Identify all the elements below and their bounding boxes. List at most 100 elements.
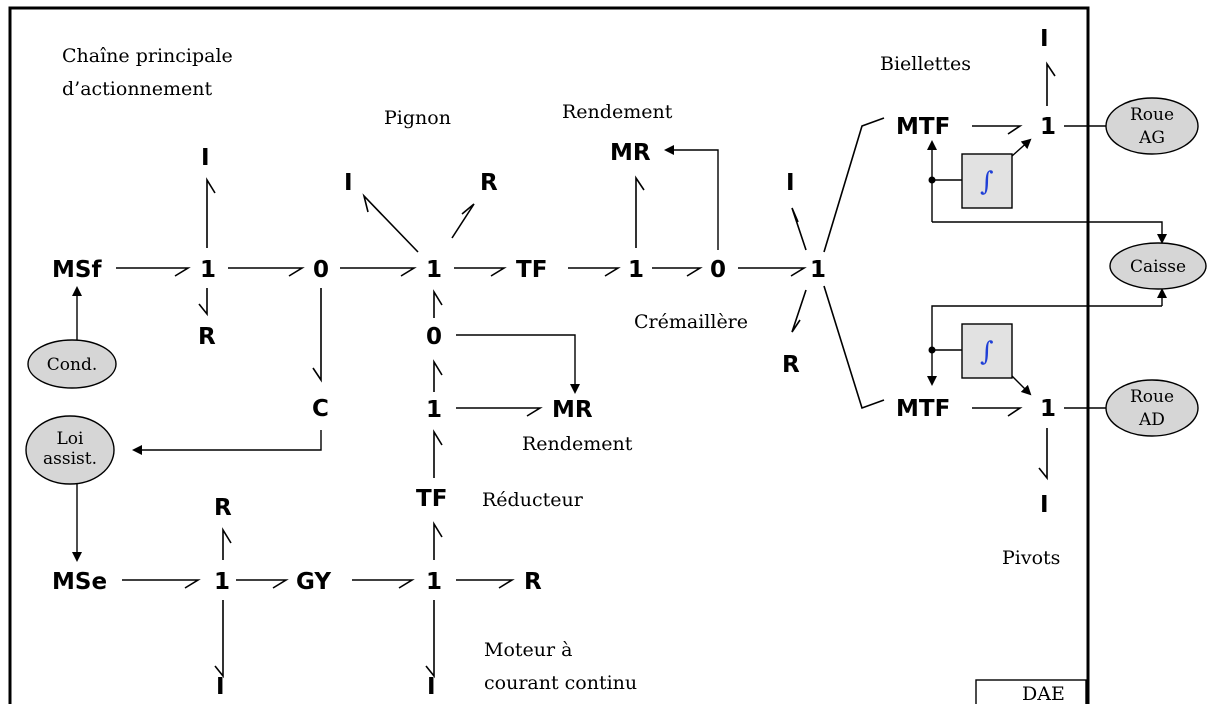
label-cremaillere: Crémaillère <box>634 311 748 333</box>
signal-int-top-1 <box>1011 138 1032 157</box>
junction-0-reducteur: 0 <box>426 324 442 350</box>
junction-1-moteur-2: 1 <box>426 569 442 595</box>
element-mr-mid: MR <box>552 397 593 423</box>
junction-0-main: 0 <box>313 257 329 283</box>
junction-1-pignon: 1 <box>426 257 442 283</box>
bond-1r-0r <box>652 267 703 277</box>
element-r-cremaillere: R <box>782 352 800 378</box>
element-mtf-top: MTF <box>896 114 950 140</box>
signal-int-bot-1 <box>1011 375 1032 396</box>
bond-mse-1 <box>122 579 201 589</box>
junction-1-roue-ag: 1 <box>1040 114 1056 140</box>
integrator-box-bottom <box>961 323 1013 379</box>
label-pignon: Pignon <box>384 107 451 129</box>
oval-roue-ag-label-2: AG <box>1138 128 1165 148</box>
oval-loi-label-2: assist. <box>43 449 97 469</box>
label-biellettes: Biellettes <box>880 53 971 75</box>
label-pivots: Pivots <box>1002 547 1060 569</box>
junction-0-rendement: 0 <box>710 257 726 283</box>
element-mr-top: MR <box>610 140 651 166</box>
element-i-cremaillere: I <box>786 170 795 196</box>
label-reducteur: Réducteur <box>482 489 584 511</box>
signal-top-caisse <box>932 221 1167 244</box>
junction-1-main: 1 <box>200 257 216 283</box>
label-moteur-1: Moteur à <box>484 639 572 661</box>
oval-roue-ad-label-2: AD <box>1138 410 1165 430</box>
diagram-frame <box>8 6 1090 704</box>
element-mse: MSe <box>52 569 107 595</box>
bond-1c-mtf-top <box>823 117 885 253</box>
label-moteur-2: courant continu <box>484 672 637 694</box>
oval-loi-assist <box>25 415 115 485</box>
bond-1mot-gy <box>236 579 289 589</box>
bond-1-0 <box>228 267 305 277</box>
bond-mtf-top-1 <box>972 125 1023 135</box>
bond-msf-1 <box>116 267 191 277</box>
element-gy: GY <box>296 569 331 595</box>
bond-1c-r <box>791 289 807 333</box>
dae-label: DAE <box>1022 683 1065 704</box>
element-r-main: R <box>198 324 216 350</box>
bond-1ag-i <box>1046 61 1056 106</box>
element-i-roue-ad: I <box>1040 492 1049 518</box>
element-r-moteur-right: R <box>524 569 542 595</box>
bond-1-i <box>206 177 216 248</box>
oval-roue-ag-label-1: Roue <box>1130 105 1174 125</box>
signal-caisse-mtf-bot <box>927 305 1162 386</box>
bond-0red-1p <box>433 289 443 318</box>
element-i-moteur-2: I <box>427 674 436 700</box>
oval-caisse <box>1109 242 1207 290</box>
bond-1mot2-tf <box>433 521 443 560</box>
integrator-symbol-top: ∫ <box>980 167 994 197</box>
integrator-symbol-bottom: ∫ <box>980 337 994 367</box>
bond-mtf-bot-1 <box>972 407 1023 417</box>
bond-1c-i <box>791 207 807 251</box>
oval-cond-label: Cond. <box>47 355 97 375</box>
label-chaine-principale-2: d’actionnement <box>62 78 213 100</box>
element-i-main: I <box>201 145 210 171</box>
bond-1ad-i <box>1038 428 1048 481</box>
label-chaine-principale-1: Chaîne principale <box>62 45 233 67</box>
element-msf: MSf <box>52 257 102 283</box>
signal-0red-mr <box>456 334 580 394</box>
bond-0-1p <box>340 267 417 277</box>
bond-1mot2-r <box>456 579 515 589</box>
bond-1p-i <box>362 193 419 253</box>
junction-1-moteur: 1 <box>214 569 230 595</box>
bond-1red-0red <box>433 359 443 392</box>
junction-1-rendement: 1 <box>628 257 644 283</box>
oval-caisse-label: Caisse <box>1130 257 1186 277</box>
oval-roue-ag <box>1105 97 1199 155</box>
junction-1-roue-ad: 1 <box>1040 396 1056 422</box>
element-i-roue-ag: I <box>1040 26 1049 52</box>
dae-box <box>975 679 1087 704</box>
bond-tf-1r <box>568 267 621 277</box>
bond-1-r <box>198 288 208 317</box>
bond-1r-mr <box>635 175 645 248</box>
signal-c-loi <box>132 430 322 455</box>
junction-dot-bot <box>928 346 936 354</box>
element-i-pignon: I <box>344 170 353 196</box>
bond-0-c <box>312 288 322 383</box>
label-rendement-top: Rendement <box>562 101 673 123</box>
oval-roue-ad-label-1: Roue <box>1130 387 1174 407</box>
oval-loi-label-1: Loi <box>57 429 85 449</box>
bond-0r-1c <box>738 267 807 277</box>
element-c: C <box>312 396 329 422</box>
bond-gy-1 <box>352 579 415 589</box>
bond-1mot2-i <box>425 600 435 679</box>
junction-1-cremaillere: 1 <box>810 257 826 283</box>
junction-dot-top <box>928 176 936 184</box>
bond-1mot-i <box>214 600 224 679</box>
label-rendement-mid: Rendement <box>522 433 633 455</box>
element-r-moteur-top: R <box>214 495 232 521</box>
oval-roue-ad <box>1105 379 1199 437</box>
junction-1-reducteur: 1 <box>426 397 442 423</box>
element-tf-main: TF <box>516 257 547 283</box>
element-i-moteur: I <box>216 674 225 700</box>
bond-1c-mtf-bot <box>823 285 885 410</box>
integrator-box-top <box>961 153 1013 209</box>
bond-1p-r <box>451 203 475 239</box>
bond-1mot-r <box>222 527 232 560</box>
element-mtf-bottom: MTF <box>896 396 950 422</box>
